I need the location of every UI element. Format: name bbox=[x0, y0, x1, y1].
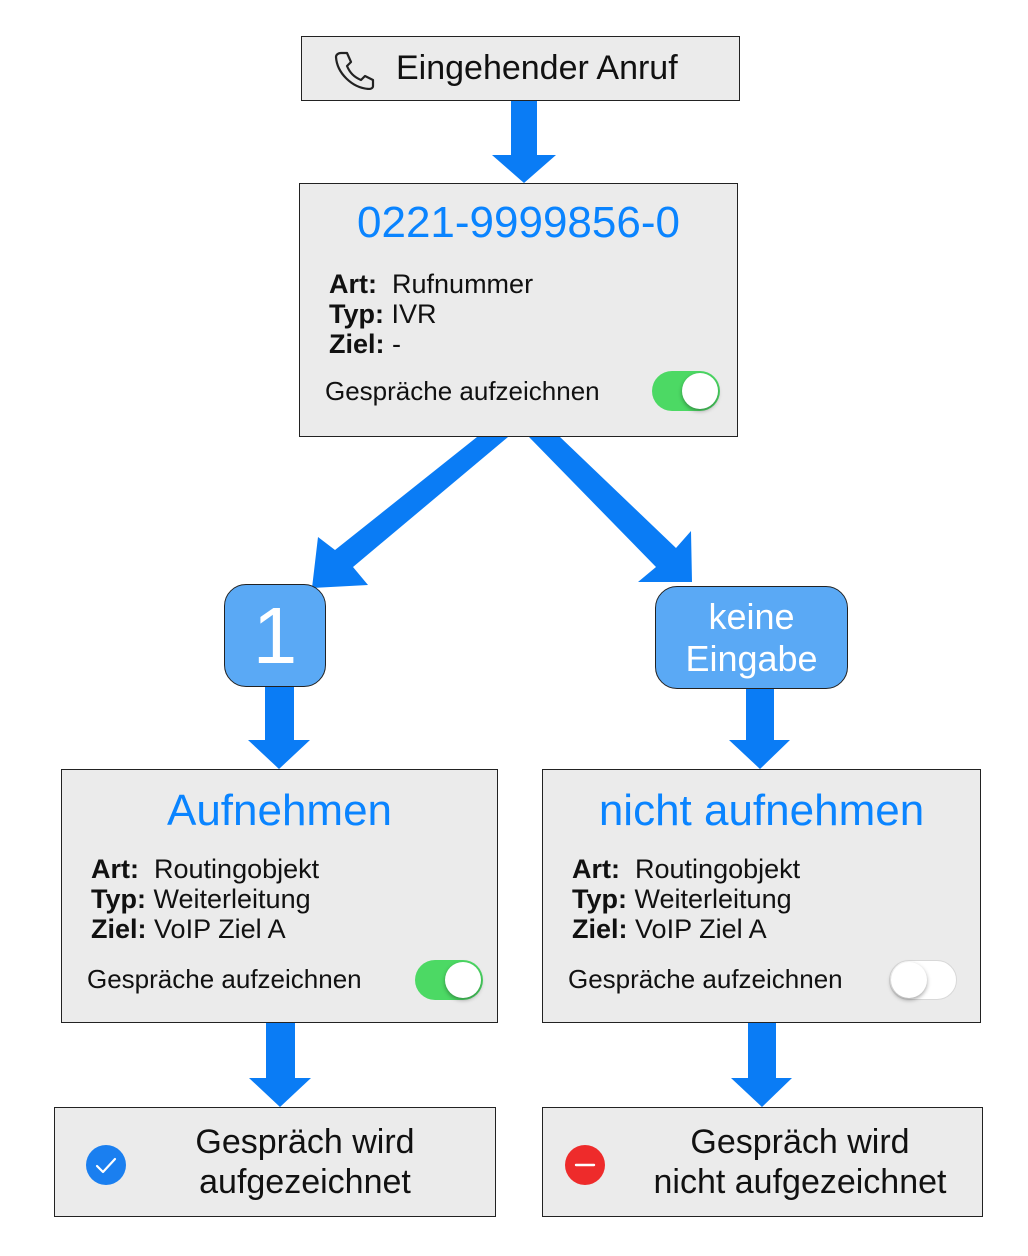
ivr-node: 0221-9999856-0 Art: Rufnummer Typ: IVR Z… bbox=[299, 183, 738, 437]
choice-keine-eingabe-pill: keine Eingabe bbox=[655, 586, 848, 689]
result-line-1: Gespräch wird bbox=[195, 1123, 415, 1161]
record-label: Gespräche aufzeichnen bbox=[325, 376, 600, 406]
ivr-properties: Art: Rufnummer Typ: IVR Ziel: - bbox=[329, 269, 533, 359]
typ-value: Weiterleitung bbox=[153, 884, 311, 914]
typ-label: Typ: bbox=[329, 299, 384, 329]
result-recorded-text: Gespräch wird aufgezeichnet bbox=[150, 1122, 460, 1202]
nicht-aufnehmen-node: nicht aufnehmen Art: Routingobjekt Typ: … bbox=[542, 769, 981, 1023]
result-not-recorded: Gespräch wird nicht aufgezeichnet bbox=[542, 1107, 983, 1217]
aufnehmen-node: Aufnehmen Art: Routingobjekt Typ: Weiter… bbox=[61, 769, 498, 1023]
result-line-2: nicht aufgezeichnet bbox=[653, 1163, 947, 1201]
record-toggle[interactable] bbox=[415, 960, 483, 1000]
ziel-label: Ziel: bbox=[91, 914, 147, 944]
arrow-ivr-to-choice-1 bbox=[312, 437, 508, 588]
ziel-value: VoIP Ziel A bbox=[154, 914, 286, 944]
choice-1-label: 1 bbox=[252, 590, 298, 680]
ziel-label: Ziel: bbox=[329, 329, 385, 359]
ziel-value: VoIP Ziel A bbox=[635, 914, 767, 944]
art-value: Rufnummer bbox=[392, 269, 534, 299]
start-label: Eingehender Anruf bbox=[396, 49, 678, 87]
check-circle-icon bbox=[85, 1144, 127, 1186]
arrow-choice-keine-to-nicht bbox=[729, 688, 790, 769]
record-label: Gespräche aufzeichnen bbox=[87, 964, 362, 994]
arrow-nicht-to-result bbox=[731, 1023, 792, 1107]
typ-value: Weiterleitung bbox=[634, 884, 792, 914]
ivr-number-title: 0221-9999856-0 bbox=[357, 198, 680, 247]
choice-1-pill: 1 bbox=[224, 584, 326, 687]
nicht-aufnehmen-properties: Art: Routingobjekt Typ: Weiterleitung Zi… bbox=[572, 854, 800, 944]
typ-value: IVR bbox=[391, 299, 437, 329]
choice-keine-eingabe-label: keine Eingabe bbox=[685, 595, 818, 679]
result-line-1: Gespräch wird bbox=[690, 1123, 910, 1161]
start-node: Eingehender Anruf bbox=[301, 36, 740, 101]
result-recorded: Gespräch wird aufgezeichnet bbox=[54, 1107, 496, 1217]
art-label: Art: bbox=[572, 854, 620, 884]
record-toggle[interactable] bbox=[889, 960, 957, 1000]
arrow-ivr-to-choice-keine bbox=[529, 437, 692, 582]
result-line-2: aufgezeichnet bbox=[199, 1163, 411, 1201]
arrow-aufnehmen-to-result bbox=[249, 1023, 311, 1107]
record-label: Gespräche aufzeichnen bbox=[568, 964, 843, 994]
record-toggle[interactable] bbox=[652, 371, 720, 411]
toggle-knob bbox=[891, 962, 927, 998]
phone-icon bbox=[332, 50, 376, 91]
arrow-choice-1-to-aufnehmen bbox=[248, 685, 310, 769]
art-value: Routingobjekt bbox=[154, 854, 320, 884]
ziel-value: - bbox=[392, 329, 402, 359]
arrow-start-to-ivr bbox=[492, 100, 556, 183]
aufnehmen-title: Aufnehmen bbox=[166, 786, 393, 835]
toggle-knob bbox=[445, 962, 481, 998]
nicht-aufnehmen-title: nicht aufnehmen bbox=[598, 786, 925, 835]
typ-label: Typ: bbox=[572, 884, 627, 914]
toggle-knob bbox=[682, 373, 718, 409]
art-label: Art: bbox=[329, 269, 377, 299]
minus-circle-icon bbox=[564, 1144, 606, 1186]
result-not-recorded-text: Gespräch wird nicht aufgezeichnet bbox=[618, 1122, 982, 1202]
typ-label: Typ: bbox=[91, 884, 146, 914]
art-value: Routingobjekt bbox=[635, 854, 801, 884]
ziel-label: Ziel: bbox=[572, 914, 628, 944]
art-label: Art: bbox=[91, 854, 139, 884]
aufnehmen-properties: Art: Routingobjekt Typ: Weiterleitung Zi… bbox=[91, 854, 319, 944]
